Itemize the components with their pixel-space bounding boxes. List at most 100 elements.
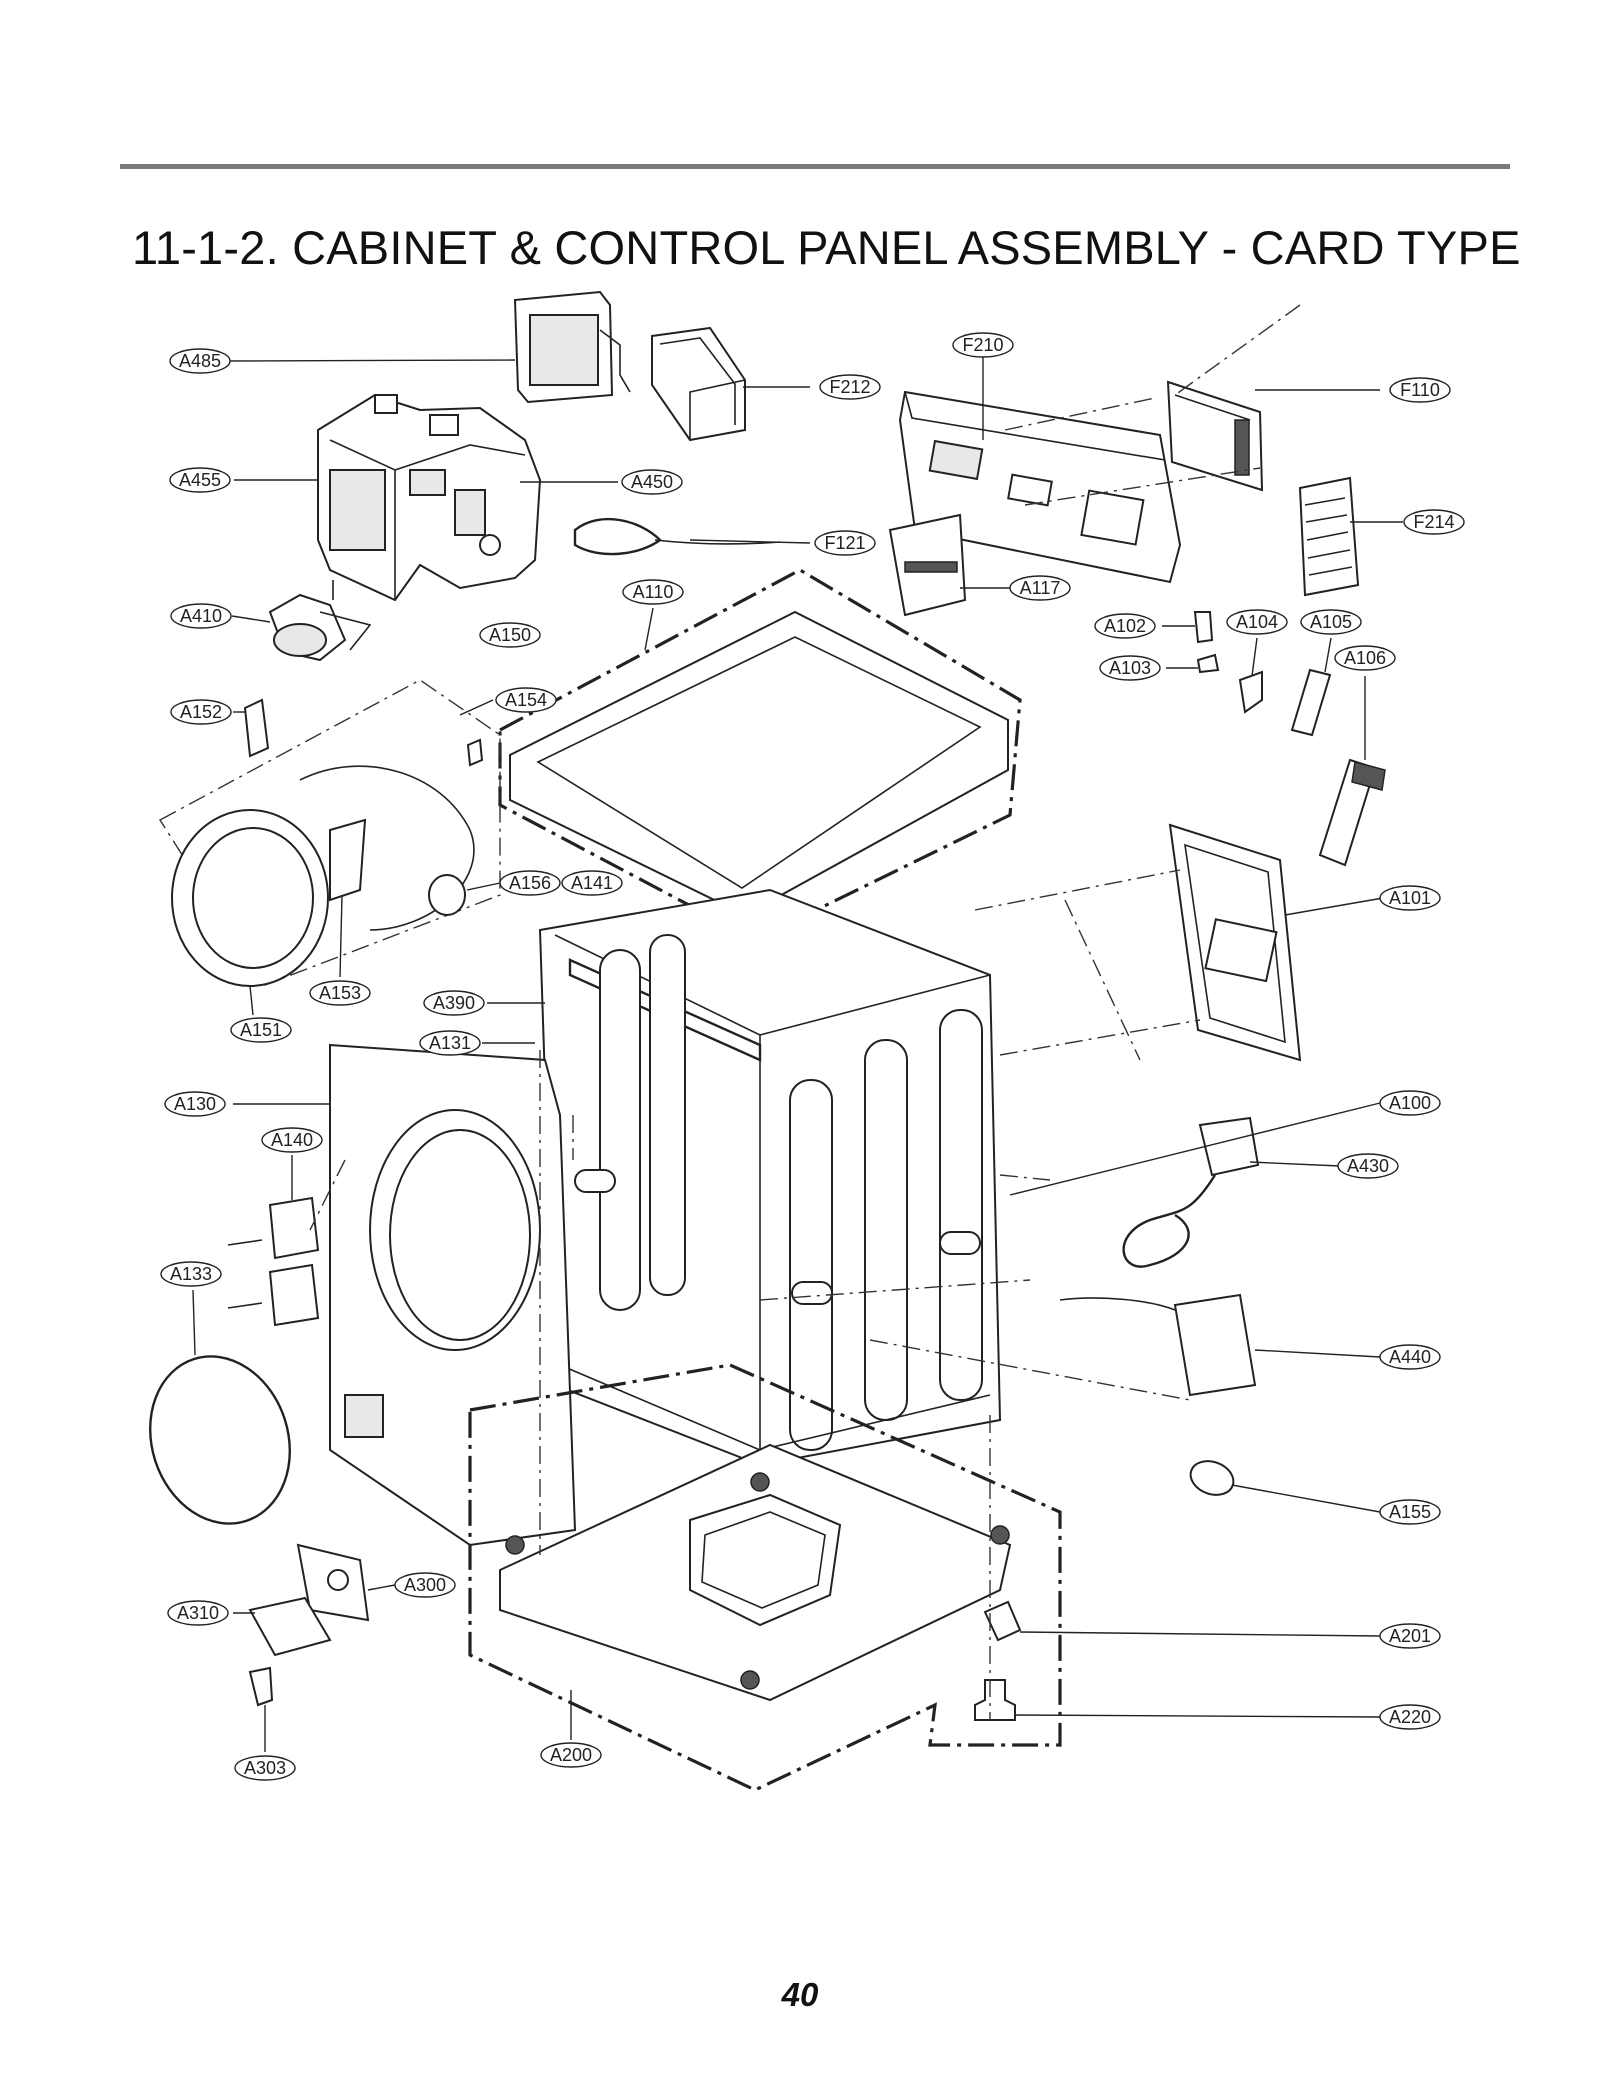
part-a440-terminal-block — [1059, 1293, 1257, 1397]
callout-text: A485 — [179, 351, 221, 371]
callout-text: A155 — [1389, 1502, 1431, 1522]
part-a133-clamp-ring — [148, 1355, 292, 1525]
callout-a106: A106 — [1334, 645, 1396, 671]
callout-a152: A152 — [170, 699, 232, 725]
callout-f212: F212 — [819, 374, 881, 400]
callout-text: A300 — [404, 1575, 446, 1595]
callout-text: A410 — [180, 606, 222, 626]
part-a300-a310-drain-cover — [248, 1543, 370, 1657]
callout-text: A303 — [244, 1758, 286, 1778]
callout-text: A430 — [1347, 1156, 1389, 1176]
part-a455-a450-main-pcb — [317, 393, 542, 602]
part-a140-hinges — [227, 1196, 320, 1327]
part-a104-a105-sensors — [1238, 668, 1332, 737]
callout-a110: A110 — [622, 579, 684, 605]
callout-text: A153 — [319, 983, 361, 1003]
callout-a303: A303 — [234, 1755, 296, 1781]
callout-text: A201 — [1389, 1626, 1431, 1646]
callout-a151: A151 — [230, 1017, 292, 1043]
callout-text: A310 — [177, 1603, 219, 1623]
callout-text: F214 — [1413, 512, 1454, 532]
part-a130-front-panel — [329, 1043, 577, 1547]
callout-text: A154 — [505, 690, 547, 710]
callout-a131: A131 — [419, 1030, 481, 1056]
callout-text: A440 — [1389, 1347, 1431, 1367]
callout-a101: A101 — [1379, 885, 1441, 911]
callout-text: A150 — [489, 625, 531, 645]
callout-a140: A140 — [261, 1127, 323, 1153]
header-rule — [120, 164, 1510, 169]
callout-text: A450 — [631, 472, 673, 492]
callout-a450: A450 — [621, 469, 683, 495]
callout-text: A106 — [1344, 648, 1386, 668]
leader-lines — [192, 355, 1403, 1752]
part-f210-control-panel — [898, 390, 1182, 584]
callout-text: A220 — [1389, 1707, 1431, 1727]
part-a303-drain-plug — [248, 1666, 274, 1707]
callout-a130: A130 — [164, 1091, 226, 1117]
callout-f110: F110 — [1389, 377, 1451, 403]
part-a201-bracket — [983, 1600, 1022, 1642]
callout-text: A101 — [1389, 888, 1431, 908]
callout-text: A156 — [509, 873, 551, 893]
callout-text: A131 — [429, 1033, 471, 1053]
callout-a100: A100 — [1379, 1090, 1441, 1116]
callout-f214: F214 — [1403, 509, 1465, 535]
callout-text: A104 — [1236, 612, 1278, 632]
part-f212-drawer-housing — [651, 326, 746, 442]
callout-a104: A104 — [1226, 609, 1288, 635]
callout-a156: A156 — [499, 870, 561, 896]
callout-text: A455 — [179, 470, 221, 490]
callout-text: F210 — [962, 335, 1003, 355]
part-a430-power-cord — [1122, 1116, 1260, 1268]
part-a200-base-frame — [499, 1443, 1012, 1702]
callout-text: A130 — [174, 1094, 216, 1114]
callout-text: A100 — [1389, 1093, 1431, 1113]
page-number: 40 — [781, 1976, 819, 2013]
callout-a440: A440 — [1379, 1344, 1441, 1370]
callout-a105: A105 — [1300, 609, 1362, 635]
callout-text: A151 — [240, 1020, 282, 1040]
callout-a310: A310 — [167, 1600, 229, 1626]
part-f110-control-pcb — [1166, 380, 1264, 492]
part-a106-heater — [1318, 758, 1386, 867]
part-a151-door — [171, 698, 484, 987]
callout-a220: A220 — [1379, 1704, 1441, 1730]
callout-a103: A103 — [1099, 655, 1161, 681]
callout-text: F110 — [1400, 380, 1440, 400]
callout-text: A141 — [571, 873, 613, 893]
callout-a300: A300 — [394, 1572, 456, 1598]
callout-a390: A390 — [423, 990, 485, 1016]
callout-text: A117 — [1020, 578, 1061, 598]
callout-a201: A201 — [1379, 1623, 1441, 1649]
callout-text: A102 — [1104, 616, 1146, 636]
callout-text: A105 — [1310, 612, 1352, 632]
callout-f121: F121 — [814, 530, 876, 556]
callout-a102: A102 — [1094, 613, 1156, 639]
assembly-guide-lines — [309, 304, 1301, 1720]
part-a102-a103-clips — [1193, 611, 1220, 674]
callout-a410: A410 — [170, 603, 232, 629]
callout-text: A152 — [180, 702, 222, 722]
part-a110-top-plate — [509, 610, 1009, 917]
callout-a485: A485 — [169, 348, 231, 374]
callout-f210: F210 — [952, 332, 1014, 358]
callout-a455: A455 — [169, 467, 231, 493]
callout-a430: A430 — [1337, 1153, 1399, 1179]
callout-text: A140 — [271, 1130, 313, 1150]
group-a200-outline — [468, 1363, 1062, 1792]
callout-a133: A133 — [160, 1261, 222, 1287]
part-a220-foot — [974, 1679, 1016, 1721]
part-a155-cap — [1189, 1460, 1235, 1496]
callout-text: A390 — [433, 993, 475, 1013]
callout-a154: A154 — [495, 687, 557, 713]
part-f214-button-block — [1298, 476, 1360, 597]
part-f121-wire-harness — [573, 517, 781, 556]
part-a100-cabinet — [538, 888, 1002, 1467]
callout-a200: A200 — [540, 1742, 602, 1768]
page-title: 11-1-2. CABINET & CONTROL PANEL ASSEMBLY… — [132, 221, 1521, 274]
part-a485-display-pcb — [513, 290, 631, 404]
callout-text: F121 — [824, 533, 865, 553]
